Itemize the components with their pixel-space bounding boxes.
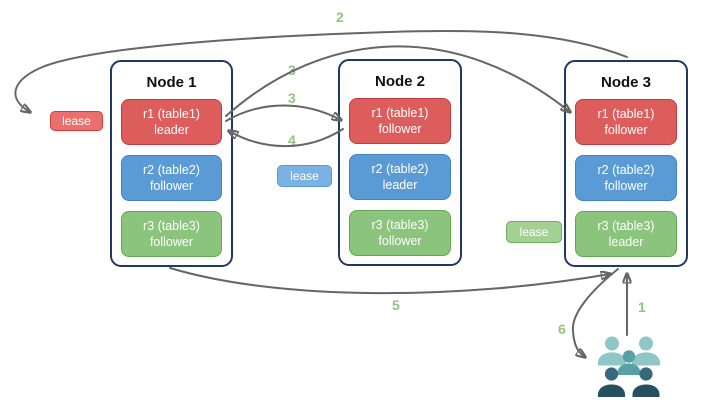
step-label-3a: 3 bbox=[288, 62, 296, 78]
node-1-replica-r2: r2 (table2) follower bbox=[121, 155, 222, 201]
replica-name: r1 (table1) bbox=[371, 105, 429, 120]
replica-role: follower bbox=[149, 235, 194, 249]
replica-role: leader bbox=[382, 178, 418, 192]
replica-name: r3 (table3) bbox=[371, 217, 429, 232]
node-3: Node 3 r1 (table1) follower r2 (table2) … bbox=[564, 60, 688, 267]
replica-name: r2 (table2) bbox=[597, 162, 655, 177]
node-3-title: Node 3 bbox=[600, 74, 651, 91]
arrow-step5-response bbox=[169, 267, 610, 295]
step-label-6: 6 bbox=[558, 321, 566, 337]
arrow-step3-replicate-to-node2 bbox=[225, 104, 341, 122]
node-1-replica-r3: r3 (table3) follower bbox=[121, 211, 222, 257]
node-1: Node 1 r1 (table1) leader r2 (table2) fo… bbox=[110, 60, 233, 267]
replica-name: r2 (table2) bbox=[371, 161, 429, 176]
step-label-2: 2 bbox=[336, 9, 344, 25]
replica-name: r1 (table1) bbox=[143, 106, 200, 121]
lease-label: lease bbox=[519, 225, 549, 239]
replica-name: r3 (table3) bbox=[597, 218, 655, 233]
node-2-replica-r3: r3 (table3) follower bbox=[349, 210, 451, 256]
replica-role: leader bbox=[154, 123, 189, 137]
node-2-replica-r2: r2 (table2) leader bbox=[349, 154, 451, 200]
node-3-replica-r1: r1 (table1) follower bbox=[575, 99, 677, 145]
node-2: Node 2 r1 (table1) follower r2 (table2) … bbox=[338, 59, 462, 266]
step-label-3b: 3 bbox=[288, 90, 296, 106]
lease-chip-r2: lease bbox=[277, 165, 332, 187]
replica-role: follower bbox=[604, 123, 648, 137]
step-label-1: 1 bbox=[638, 299, 646, 315]
step-label-5: 5 bbox=[392, 297, 400, 313]
step-label-4: 4 bbox=[288, 132, 296, 148]
arrow-step4-ack-to-node1 bbox=[229, 128, 344, 148]
lease-label: lease bbox=[62, 114, 91, 128]
users-icon bbox=[598, 336, 660, 397]
lease-chip-r3: lease bbox=[506, 221, 562, 243]
replica-role: follower bbox=[378, 234, 422, 248]
replica-role: follower bbox=[604, 179, 648, 193]
node-2-title: Node 2 bbox=[374, 73, 425, 90]
replica-role: leader bbox=[608, 235, 644, 249]
node-1-replica-r1: r1 (table1) leader bbox=[121, 99, 222, 145]
lease-label: lease bbox=[290, 169, 319, 183]
replica-name: r3 (table3) bbox=[143, 218, 200, 233]
lease-chip-r1: lease bbox=[50, 111, 103, 131]
replica-role: follower bbox=[378, 122, 422, 136]
node-1-title: Node 1 bbox=[146, 74, 197, 91]
node-3-replica-r2: r2 (table2) follower bbox=[575, 155, 677, 201]
node-2-replica-r1: r1 (table1) follower bbox=[349, 98, 451, 144]
node-3-replica-r3: r3 (table3) leader bbox=[575, 211, 677, 257]
replica-name: r1 (table1) bbox=[597, 106, 655, 121]
replica-role: follower bbox=[149, 179, 194, 193]
replica-name: r2 (table2) bbox=[143, 162, 200, 177]
arrow-step2-lease-grant bbox=[14, 29, 628, 112]
